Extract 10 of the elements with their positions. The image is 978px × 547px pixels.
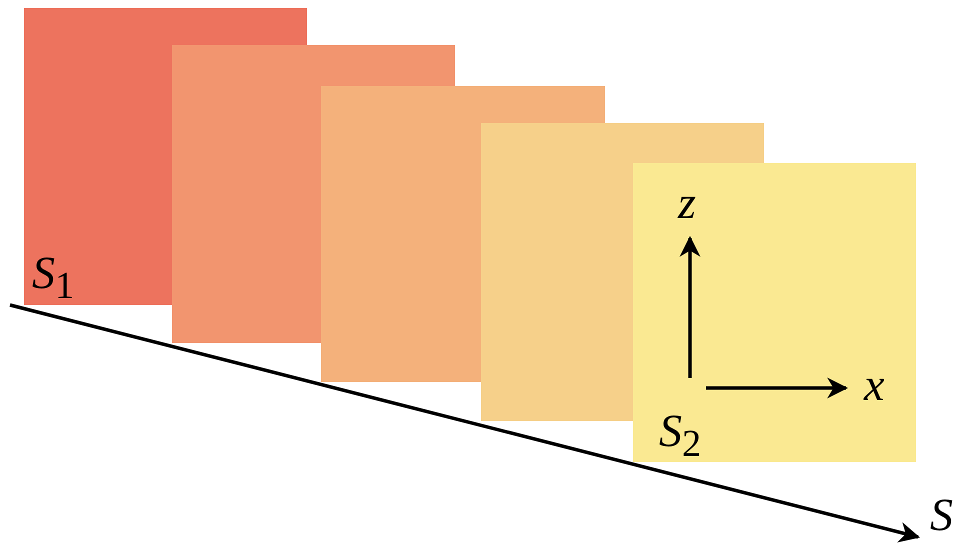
panel [321, 86, 481, 382]
axis-label: x [864, 362, 884, 408]
panel [633, 163, 916, 462]
panel [172, 45, 321, 343]
axis-label: S [930, 492, 953, 538]
point-label: S$_{2}$ [659, 408, 702, 464]
panel [24, 8, 172, 305]
panel [481, 123, 633, 421]
point-label: S$_{1}$ [32, 250, 74, 306]
axis-label: z [678, 180, 696, 226]
